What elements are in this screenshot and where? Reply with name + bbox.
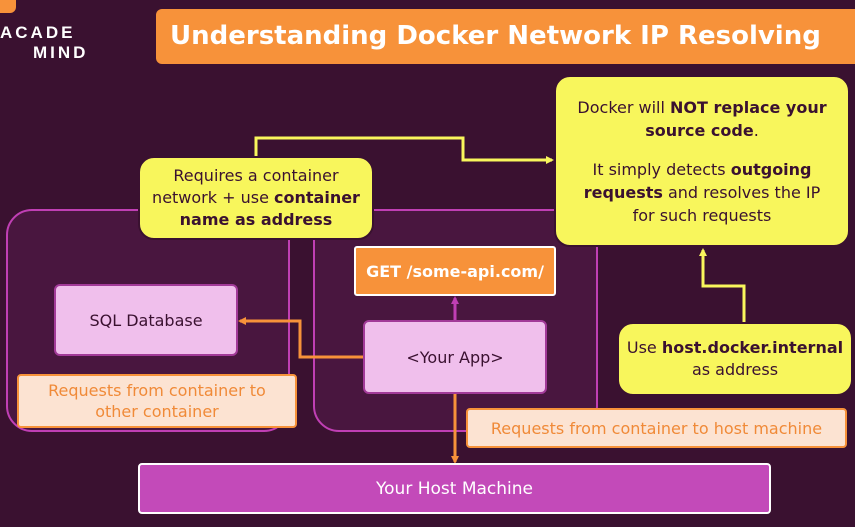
host-internal-note: Use host.docker.internal as address [617,322,853,396]
arrow-network-to-docker [254,136,554,164]
slide-title: Understanding Docker Network IP Resolvin… [156,9,855,64]
container-network-note: Requires a container network + use conta… [138,156,374,240]
sql-database-node: SQL Database [54,284,238,356]
container-to-container-label: Requests from container to other contain… [17,374,297,428]
logo-line-2: MIND [33,43,89,62]
docker-note: Docker will NOT replace your source code… [554,75,850,247]
container-to-host-label: Requests from container to host machine [466,408,847,448]
arrow-app-to-sql [238,317,364,359]
your-app-node: <Your App> [363,320,547,394]
arrow-host-internal-to-docker [699,248,746,322]
logo-line-1: ACADE [0,23,76,42]
host-machine-node: Your Host Machine [138,463,771,514]
logo-tab [0,0,16,13]
get-request-box: GET /some-api.com/ [354,246,556,296]
